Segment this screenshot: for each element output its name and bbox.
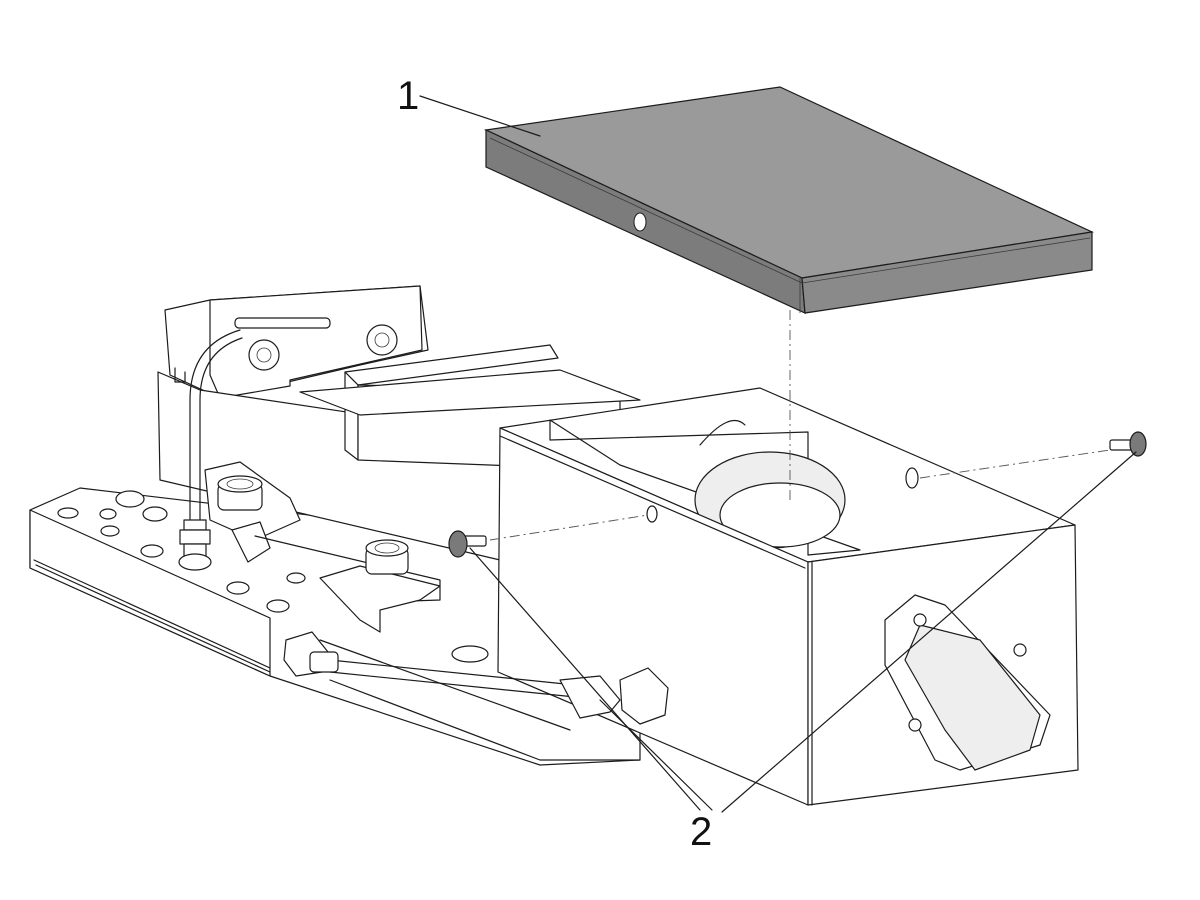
clamp-block [157,285,641,561]
tube-fitting-upper [178,329,243,571]
screw-left [448,530,487,558]
top-cover [483,86,1095,314]
leader-lines [419,95,1137,813]
screw-right [1109,431,1147,457]
tube-fitting-lower [283,631,669,725]
cover-side-face [801,231,1093,314]
callout-label-2: 2 [690,810,713,854]
housing-box [497,387,1079,806]
callout-label-1: 1 [397,74,420,118]
slide-brackets [204,461,441,633]
manifold-bolts [57,490,489,663]
assembly-centerlines [489,310,1111,541]
cover-screw-hole [633,212,647,232]
